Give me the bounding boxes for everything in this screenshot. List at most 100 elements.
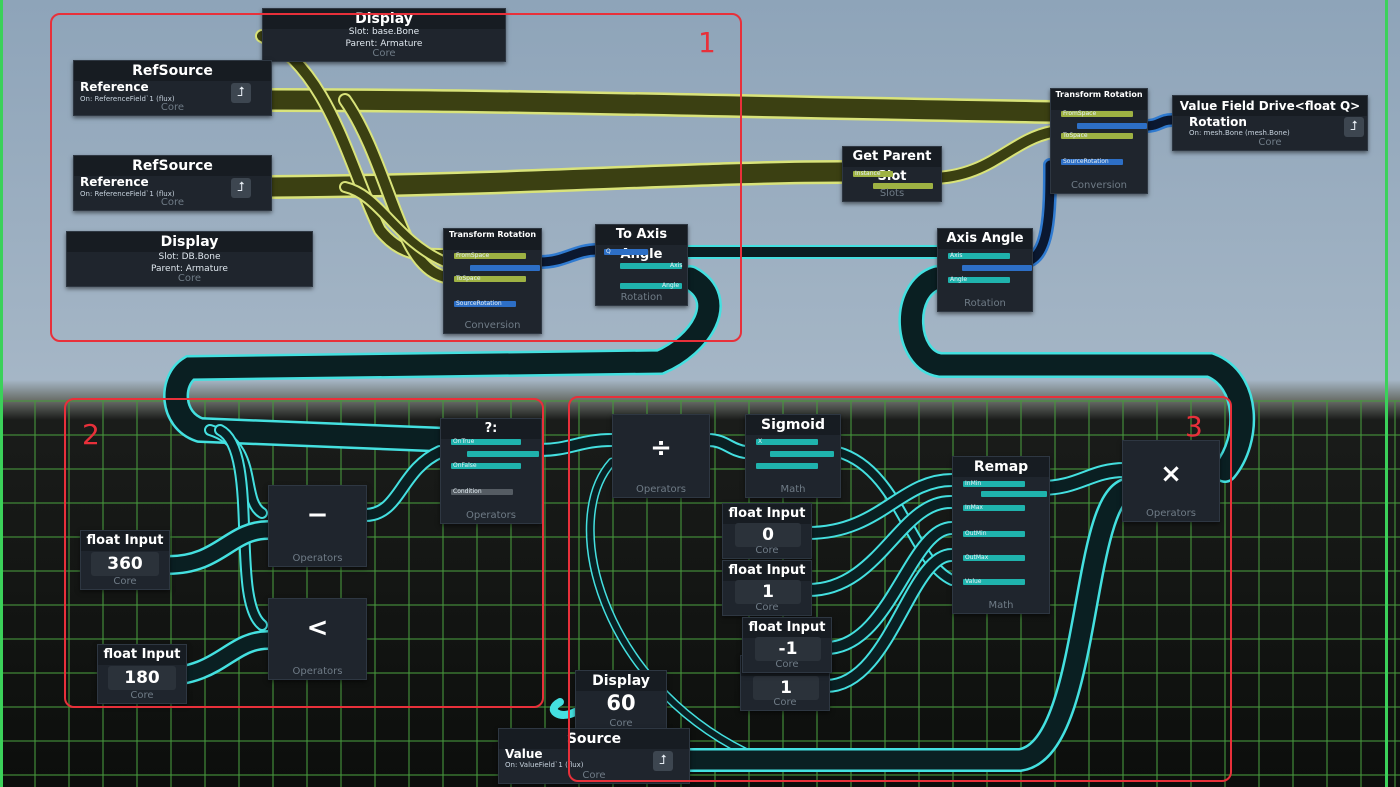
slot-wires[interactable]	[255, 29, 1064, 284]
float-input-node-neg1[interactable]: float Input -1 Core	[742, 617, 832, 673]
world-boundary-left	[0, 0, 3, 787]
float-value-field[interactable]: 1	[735, 580, 801, 604]
axis-port-bar	[948, 253, 1010, 259]
axis-port-label: Axis	[670, 262, 683, 269]
float-input-node-360[interactable]: float Input 360 Core	[80, 530, 170, 590]
float-value-field[interactable]: 0	[735, 523, 801, 547]
float-value-field[interactable]: -1	[755, 637, 821, 661]
conditional-node[interactable]: ?: OnTrue OnFalse Condition Operators	[440, 418, 542, 524]
display-value: 60	[606, 691, 636, 715]
axis-port-bar	[620, 263, 682, 269]
node-category: Core	[1258, 137, 1282, 148]
float-value-field[interactable]: 1	[753, 676, 819, 700]
node-category: Core	[582, 770, 606, 781]
node-title: Transform Rotation	[1051, 89, 1147, 110]
remap-node[interactable]: Remap InMin InMax OutMin OutMax Value Ma…	[952, 456, 1050, 614]
float-value-field[interactable]: 180	[108, 666, 176, 690]
instance-port-label: Instance	[855, 170, 881, 177]
node-category: Operators	[636, 484, 686, 495]
multiply-icon: ×	[1160, 459, 1182, 489]
node-title: float Input	[81, 531, 169, 551]
value-field-drive-node[interactable]: Value Field Drive<float Q> Rotation On: …	[1172, 95, 1368, 151]
output-port-bar	[770, 451, 834, 457]
x-port-label: X	[758, 438, 763, 445]
divide-icon: ÷	[650, 433, 672, 463]
node-category: Conversion	[1070, 180, 1128, 191]
drive-target-label: Rotation	[1189, 115, 1247, 129]
tospace-port-bar	[454, 276, 526, 282]
angle-port-bar	[620, 283, 682, 289]
output-port-bar	[467, 451, 539, 457]
q-port-bar	[604, 249, 648, 255]
display-node-db-bone[interactable]: Display Slot: DB.Bone Parent: Armature C…	[66, 231, 313, 287]
fromspace-port-label: FromSpace	[456, 252, 490, 259]
float-input-node-1[interactable]: float Input 1 Core	[722, 560, 812, 616]
sigmoid-node[interactable]: Sigmoid X Math	[745, 414, 841, 498]
source-target-text: On: ValueField`1 (flux)	[505, 761, 584, 769]
float-wires[interactable]	[150, 245, 1256, 772]
fromspace-port-label: FromSpace	[1063, 110, 1097, 117]
instance-port-bar	[853, 171, 893, 177]
less-than-node[interactable]: < Operators	[268, 598, 367, 680]
float-value-field[interactable]: 360	[91, 552, 159, 576]
annotation-box-3	[568, 396, 1232, 782]
node-title: Remap	[953, 457, 1049, 477]
inmax-port-bar	[963, 505, 1025, 511]
annotation-number-2: 2	[82, 418, 100, 451]
float-input-node-180[interactable]: float Input 180 Core	[97, 644, 187, 704]
float-input-node-0[interactable]: float Input 0 Core	[722, 503, 812, 559]
transform-rotation-node-left[interactable]: Transform Rotation FromSpace ToSpace Sou…	[443, 228, 542, 334]
node-category: Conversion	[464, 320, 521, 331]
divide-node[interactable]: ÷ Operators	[612, 414, 710, 498]
node-category: Core	[160, 197, 185, 208]
condition-port-label: Condition	[453, 488, 482, 495]
sourcerotation-port-label: SourceRotation	[456, 300, 502, 307]
node-category: Operators	[292, 666, 343, 677]
jump-arrow-icon[interactable]: ⮥	[653, 751, 673, 771]
node-title: Display	[576, 671, 666, 691]
node-category: Core	[773, 697, 797, 708]
value-port-label: Value	[965, 578, 982, 585]
node-title: Transform Rotation	[444, 229, 541, 250]
q-port-label: Q	[606, 248, 611, 255]
transform-rotation-node-right[interactable]: Transform Rotation FromSpace ToSpace Sou…	[1050, 88, 1148, 194]
condition-port-bar	[451, 489, 513, 495]
angle-port-label: Angle	[662, 282, 680, 289]
inmax-port-label: InMax	[965, 504, 983, 511]
jump-arrow-icon[interactable]: ⮥	[231, 178, 251, 198]
sourcerotation-port-bar	[1061, 159, 1123, 165]
fromspace-port-bar	[454, 253, 526, 259]
input-port-bar	[756, 463, 818, 469]
angle-port-label: Angle	[950, 276, 968, 283]
display-parent-text: Parent: Armature	[345, 39, 423, 49]
node-category: Core	[160, 102, 185, 113]
node-category: Math	[780, 484, 806, 495]
onfalse-port-label: OnFalse	[453, 462, 477, 469]
jump-arrow-icon[interactable]: ⮥	[1344, 117, 1364, 137]
display-node-60[interactable]: Display 60 Core	[575, 670, 667, 732]
sourcerotation-port-bar	[454, 301, 516, 307]
output-port-bar	[873, 183, 933, 189]
subtract-node[interactable]: − Operators	[268, 485, 367, 567]
jump-arrow-icon[interactable]: ⮥	[231, 83, 251, 103]
output-port-bar	[962, 265, 1032, 271]
source-node[interactable]: Source Value On: ValueField`1 (flux) ⮥ C…	[498, 728, 690, 784]
to-axis-angle-node[interactable]: To Axis Angle Q Axis Angle Rotation	[595, 224, 688, 306]
node-title: RefSource	[74, 156, 271, 176]
value-port-bar	[963, 579, 1025, 585]
node-title: Source	[499, 729, 689, 749]
refsource-node-1[interactable]: RefSource Reference On: ReferenceField`1…	[73, 60, 272, 116]
axis-angle-node[interactable]: Axis Angle Axis Angle Rotation	[937, 228, 1033, 312]
node-title: float Input	[98, 645, 186, 665]
inmin-port-bar	[963, 481, 1025, 487]
multiply-node[interactable]: × Operators	[1122, 440, 1220, 522]
node-category: Operators	[1146, 508, 1196, 519]
node-category: Core	[372, 48, 396, 59]
annotation-box-2	[64, 398, 544, 708]
refsource-node-2[interactable]: RefSource Reference On: ReferenceField`1…	[73, 155, 272, 211]
node-title: float Input	[723, 561, 811, 581]
get-parent-slot-node[interactable]: Get Parent Slot Instance Slots	[842, 146, 942, 202]
reference-target: On: ReferenceField`1 (flux)	[80, 95, 175, 103]
node-title: Value Field Drive<float Q>	[1173, 96, 1367, 116]
